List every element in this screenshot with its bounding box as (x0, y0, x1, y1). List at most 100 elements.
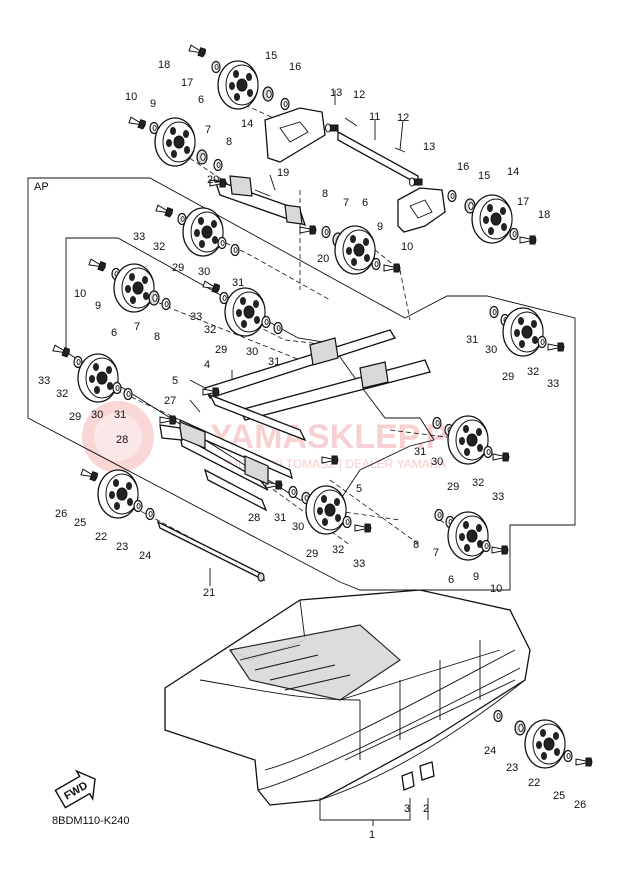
callout-15: 15 (265, 50, 277, 62)
watermark-main: YAMASKLEP.PL (210, 418, 469, 456)
callout-31e: 31 (414, 446, 426, 458)
slide-rails (159, 329, 431, 512)
callout-33: 33 (133, 231, 145, 243)
callout-7d: 7 (433, 547, 439, 559)
callout-16: 16 (289, 61, 301, 73)
track-belt (164, 589, 531, 806)
callout-23b: 23 (506, 762, 518, 774)
callout-33f: 33 (353, 558, 365, 570)
callout-5b: 5 (356, 483, 362, 495)
callout-6b: 6 (362, 197, 368, 209)
callout-29c: 29 (502, 371, 514, 383)
callout-10d: 10 (490, 583, 502, 595)
callout-30c: 30 (485, 344, 497, 356)
callout-13b: 13 (423, 141, 435, 153)
long-shaft (156, 520, 266, 582)
callout-32c: 32 (527, 366, 539, 378)
callout-31c: 31 (466, 334, 478, 346)
callout-5: 5 (172, 375, 178, 387)
callout-30b: 30 (246, 346, 258, 358)
callout-22b: 22 (528, 777, 540, 789)
callout-19: 19 (277, 167, 289, 179)
callout-leaders (189, 90, 429, 826)
callout-7: 7 (205, 124, 211, 136)
callout-31f: 31 (274, 512, 286, 524)
callout-18b: 18 (538, 209, 550, 221)
callout-26b: 26 (574, 799, 586, 811)
lower-right-wheel-set (493, 709, 593, 769)
callout-9: 9 (150, 98, 156, 110)
callout-25b: 25 (553, 790, 565, 802)
ap-wheel-set-a (155, 203, 240, 257)
callout-25: 25 (74, 517, 86, 529)
callout-17: 17 (181, 77, 193, 89)
callout-10b: 10 (401, 241, 413, 253)
callout-23: 23 (116, 541, 128, 553)
callout-29d: 29 (69, 411, 81, 423)
callout-8: 8 (226, 136, 232, 148)
callout-20: 20 (207, 174, 219, 186)
callout-28: 28 (116, 434, 128, 446)
callout-30: 30 (198, 266, 210, 278)
callout-31b: 31 (268, 356, 280, 368)
callout-24: 24 (139, 550, 151, 562)
callout-12: 12 (353, 89, 365, 101)
callout-29e: 29 (447, 481, 459, 493)
callout-1: 1 (369, 829, 375, 841)
callout-32d: 32 (56, 388, 68, 400)
callout-33d: 33 (38, 375, 50, 387)
top-brackets (264, 107, 446, 233)
callout-18: 18 (158, 59, 170, 71)
callout-3: 3 (404, 803, 410, 815)
callout-6c: 6 (111, 327, 117, 339)
callout-2: 2 (423, 803, 429, 815)
callout-20b: 20 (317, 253, 329, 265)
drawing-code: 8BDM110-K240 (52, 815, 129, 827)
callout-16b: 16 (457, 161, 469, 173)
callout-30f: 30 (292, 521, 304, 533)
upper-axle (209, 175, 317, 235)
watermark: YAMASKLEP.PL WUDARSKI TOMASZ | DEALER YA… (82, 401, 469, 473)
callout-29b: 29 (215, 344, 227, 356)
callout-31: 31 (232, 277, 244, 289)
callout-32f: 32 (332, 544, 344, 556)
callout-28b: 28 (248, 512, 260, 524)
callout-11: 11 (369, 111, 380, 123)
callout-10: 10 (125, 91, 137, 103)
callout-32b: 32 (204, 324, 216, 336)
callout-6d: 6 (448, 574, 454, 586)
callout-8c: 8 (154, 331, 160, 343)
ap-wheel-set-e (489, 305, 565, 357)
callout-32e: 32 (472, 477, 484, 489)
callout-14b: 14 (507, 166, 519, 178)
mid-right-wheel-set (434, 508, 509, 561)
callout-4: 4 (204, 359, 210, 371)
callout-32: 32 (153, 241, 165, 253)
callout-9b: 9 (377, 221, 383, 233)
callout-8b: 8 (322, 188, 328, 200)
callout-24b: 24 (484, 745, 496, 757)
callout-labels: 18 17 15 16 10 9 6 14 13 12 11 12 7 8 13… (38, 50, 586, 841)
callout-17b: 17 (517, 196, 529, 208)
callout-29: 29 (172, 262, 184, 274)
callout-8d: 8 (413, 539, 419, 551)
callout-14: 14 (241, 118, 253, 130)
lower-left-wheel-set (80, 467, 155, 521)
callout-31d: 31 (114, 409, 126, 421)
callout-29f: 29 (306, 548, 318, 560)
callout-13: 13 (330, 87, 342, 99)
callout-33c: 33 (547, 378, 559, 390)
callout-15b: 15 (478, 170, 490, 182)
callout-22: 22 (95, 531, 107, 543)
fwd-badge: FWD (54, 769, 96, 809)
callout-27: 27 (164, 395, 176, 407)
callout-10c: 10 (74, 288, 86, 300)
callout-33b: 33 (190, 311, 202, 323)
callout-9d: 9 (473, 571, 479, 583)
callout-21: 21 (203, 587, 215, 599)
callout-12b: 12 (397, 112, 409, 124)
callout-7b: 7 (343, 197, 349, 209)
callout-30d: 30 (91, 409, 103, 421)
callout-26: 26 (55, 508, 67, 520)
